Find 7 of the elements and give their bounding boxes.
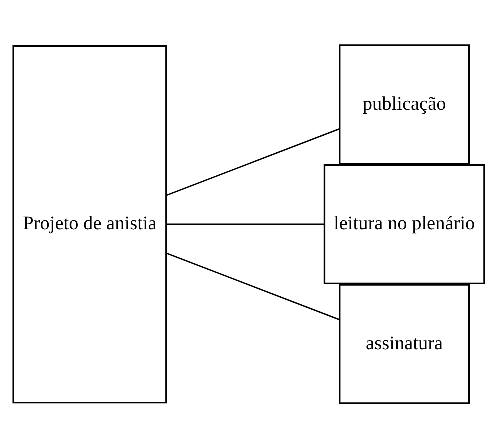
node-box: assinatura bbox=[339, 284, 470, 404]
node-box: publicação bbox=[339, 44, 470, 164]
connector bbox=[166, 252, 340, 320]
connector bbox=[166, 128, 340, 196]
node-box: Projeto de anistia bbox=[12, 44, 168, 404]
connector bbox=[166, 223, 324, 225]
node-box: leitura no plenário bbox=[324, 164, 486, 284]
